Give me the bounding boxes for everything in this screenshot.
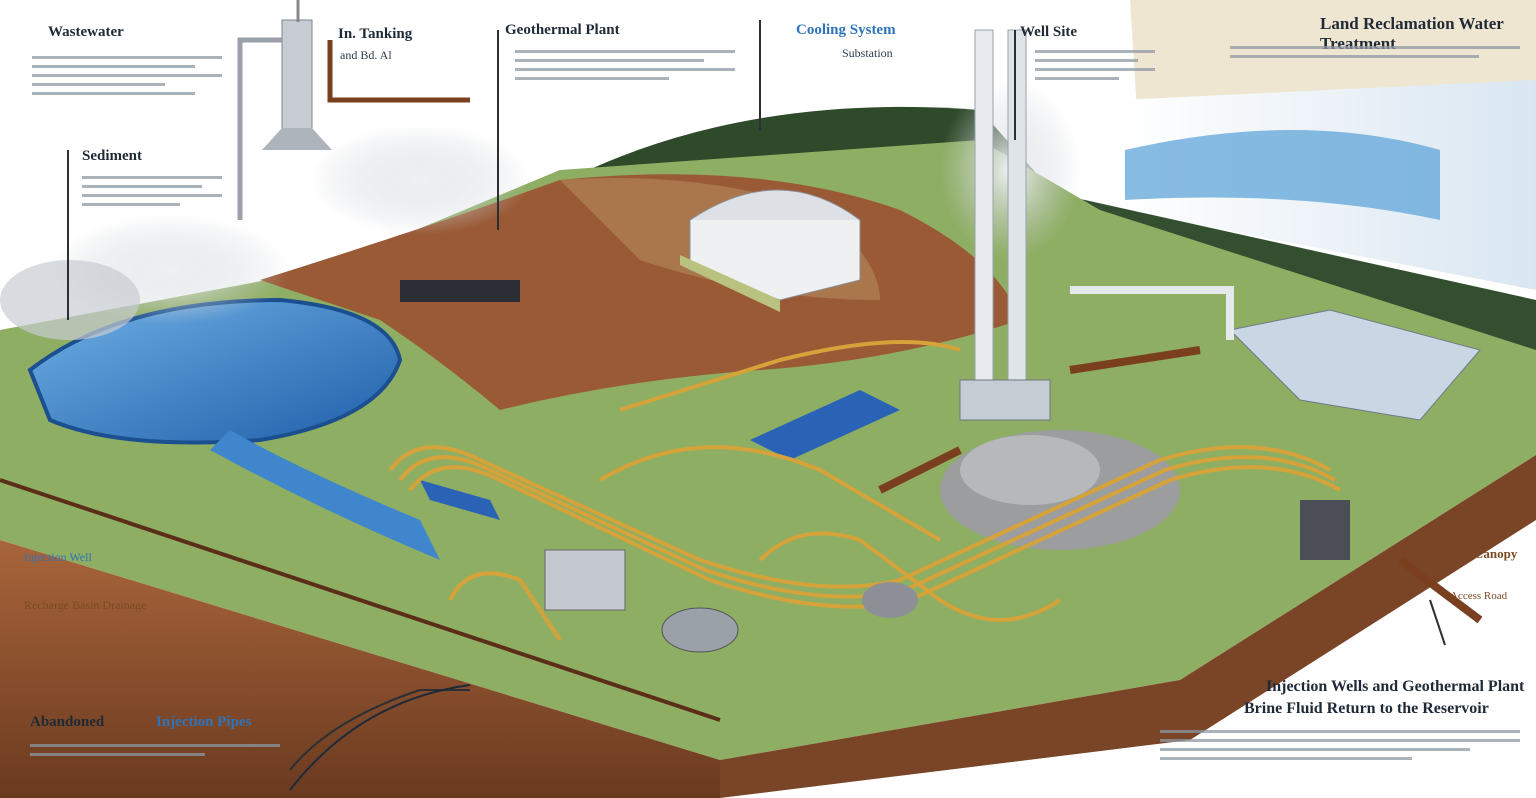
soil-cross-section-right: [720, 455, 1536, 798]
soil-layer-line: [0, 478, 721, 722]
label-geothermal-caption: [515, 44, 735, 86]
label-brine-return: Brine Fluid Return to the Reservoir: [1244, 700, 1489, 717]
cooling-tower-icon: [959, 29, 1051, 421]
label-injection-well: Injection Well: [24, 550, 92, 564]
label-geothermal-plant: Geothermal Plant: [505, 22, 620, 38]
label-substation: Substation: [842, 46, 893, 60]
collector-panels: [420, 390, 900, 520]
steam-cloud-icon: [0, 260, 140, 340]
steam-cloud-icon: [310, 125, 530, 235]
label-tanking: In. Tanking: [338, 26, 413, 42]
pump-station-icon: [1070, 286, 1481, 560]
label-injection-pipes: Injection Pipes: [156, 714, 252, 730]
spoil-mound-top: [960, 435, 1100, 505]
label-abandoned: Abandoned: [30, 714, 105, 730]
well-equipment: [544, 549, 626, 611]
pipeline-network: [388, 340, 1341, 642]
label-injection-wells: Injection Wells and Geothermal Plant: [1266, 678, 1525, 695]
reservoir-channel: [210, 430, 440, 560]
label-well-site-caption: [1035, 44, 1155, 86]
valve-housing: [862, 582, 918, 618]
label-recharge-basin: Recharge Basin Drainage: [24, 598, 147, 612]
leader-lines: [67, 20, 1446, 771]
pump-station-icon: [661, 607, 739, 653]
label-land-reclamation-caption: [1230, 40, 1520, 64]
label-tanking-sub: and Bd. Al: [340, 48, 392, 62]
label-cooling-system: Cooling System: [796, 22, 896, 38]
distant-lake: [1125, 130, 1440, 220]
label-sediment-caption: [82, 170, 222, 212]
power-plant-building-icon: [680, 189, 861, 312]
soil-cross-section: [0, 540, 720, 798]
label-abandoned-caption: [30, 738, 280, 762]
wellhead-icon: [237, 0, 470, 220]
label-access-road: Access Road: [1450, 590, 1508, 602]
label-sediment: Sediment: [82, 148, 142, 164]
label-well-site: Well Site: [1020, 24, 1078, 40]
brown-pipes: [878, 346, 1483, 624]
label-wastewater: Wastewater: [48, 24, 124, 40]
label-wastewater-caption: [32, 50, 222, 101]
pipeline-icon: [400, 280, 520, 302]
label-brine-caption: [1160, 724, 1520, 766]
label-canopy: Canopy: [1474, 546, 1518, 561]
